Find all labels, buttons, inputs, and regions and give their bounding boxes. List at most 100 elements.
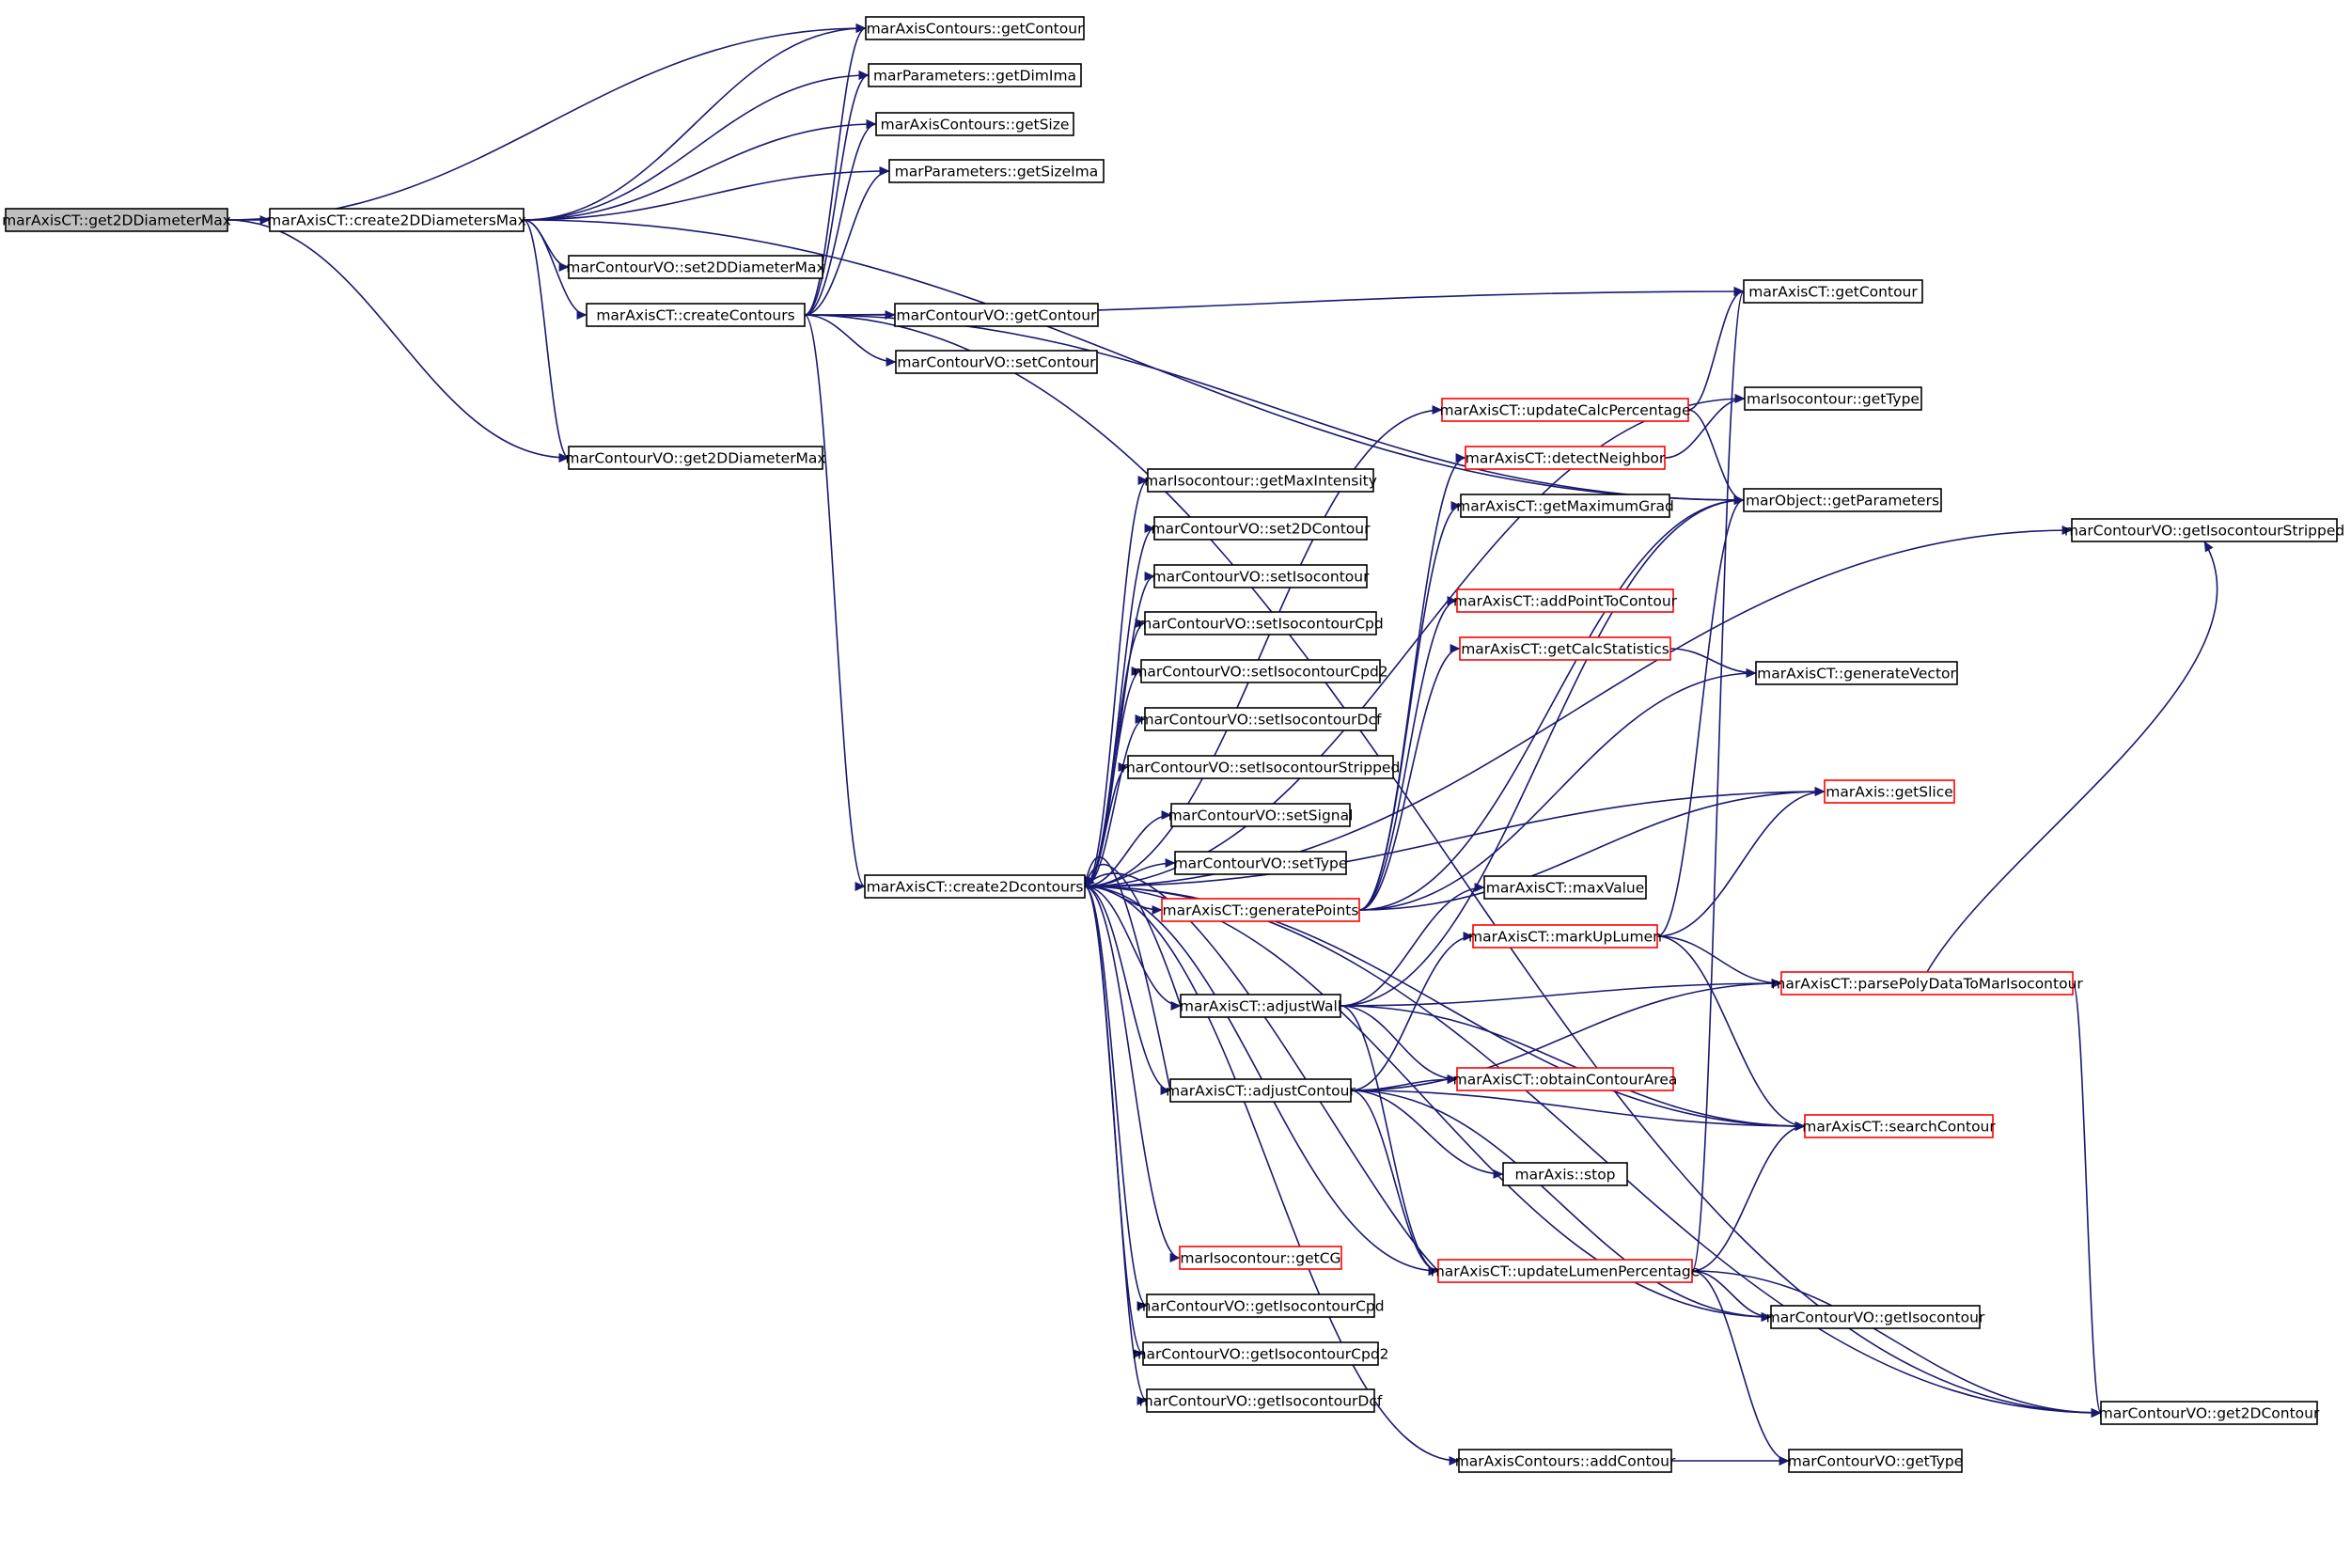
node-box [888, 159, 1105, 183]
node-createContours: marAxisCT::createContours [586, 303, 806, 327]
node-getIsocontourCpd: marContourVO::getIsocontourCpd [1136, 1294, 1385, 1318]
node-box [1804, 1114, 1994, 1138]
node-getContourCT: marAxisCT::getContour [1743, 279, 1923, 304]
node-label: marAxisCT::updateLumenPercentage [1431, 1263, 1701, 1280]
node-addPointToContour[interactable]: marAxisCT::addPointToContour [1453, 588, 1678, 613]
node-box [5, 208, 228, 232]
node-set2DDiameterMax: marContourVO::set2DDiameterMax [566, 255, 825, 279]
edge-create2DDiametersMax-to-get2DDiameterMaxVO [523, 219, 570, 463]
node-create2DDiametersMax: marAxisCT::create2DDiametersMax [267, 208, 526, 232]
edge-create2DDiametersMax-to-getParameters [523, 219, 1745, 505]
edge-getCalcStatistics-to-generateVector [1669, 648, 1757, 678]
node-getSlice[interactable]: marAxis::getSlice [1824, 779, 1955, 804]
edge-updateLumenPercentage-to-create2Dcontours [1084, 872, 1439, 1272]
node-updateCalcPercentage[interactable]: marAxisCT::updateCalcPercentage [1439, 398, 1691, 422]
node-box [1770, 1305, 1981, 1329]
node-box [864, 874, 1086, 899]
node-label: marContourVO::get2DDiameterMax [565, 450, 825, 467]
node-getMaxIntensity: marIsocontour::getMaxIntensity [1144, 468, 1377, 493]
edge-create2Dcontours-to-getMaxIntensity [1084, 476, 1149, 887]
node-updateLumenPercentage[interactable]: marAxisCT::updateLumenPercentage [1431, 1259, 1701, 1283]
node-getCG[interactable]: marIsocontour::getCG [1179, 1246, 1342, 1270]
edge-adjustContour-to-stop [1350, 1090, 1504, 1179]
node-label: marContourVO::getIsocontour [1766, 1309, 1985, 1326]
edge-create2Dcontours-to-getIsocontourCpd [1084, 886, 1148, 1310]
edge-createContours-to-getContourAC [804, 24, 867, 316]
node-label: marAxisCT::getContour [1748, 284, 1918, 301]
edge-generatePoints-to-getMaximumGrad [1358, 501, 1462, 911]
node-box [875, 112, 1074, 136]
node-getIsocontourCpd2: marContourVO::getIsocontourCpd2 [1132, 1341, 1389, 1366]
edge-adjustWall-to-updateLumenPercentage [1340, 1005, 1439, 1276]
node-label: marAxisCT::markUpLumen [1468, 929, 1662, 946]
node-get2DDiameterMaxVO: marContourVO::get2DDiameterMax [565, 446, 826, 470]
edge-updateLumenPercentage-to-getTypeVO [1691, 1270, 1790, 1466]
node-obtainContourArea[interactable]: marAxisCT::obtainContourArea [1453, 1067, 1678, 1091]
edge-create2Dcontours-to-adjustContour [1084, 886, 1171, 1095]
edge-adjustWall-to-searchContour [1340, 1005, 1806, 1131]
edge-updateLumenPercentage-to-get2DContour [1691, 1270, 2102, 1418]
node-label: marContourVO::setIsocontourStripped [1121, 760, 1401, 776]
node-label: marAxisCT::maxValue [1486, 880, 1645, 897]
edge-create2DDiametersMax-to-set2DDiameterMax [523, 219, 570, 272]
node-label: marContourVO::setType [1174, 855, 1348, 872]
node-box [1146, 1294, 1375, 1318]
node-label: marAxisCT::adjustContour [1166, 1083, 1356, 1100]
node-markUpLumen[interactable]: marAxisCT::markUpLumen [1468, 924, 1662, 949]
edge-adjustContour-to-markUpLumen [1350, 932, 1474, 1091]
node-create2Dcontours: marAxisCT::create2Dcontours [864, 874, 1086, 899]
node-label: marContourVO::setContour [897, 354, 1096, 371]
node-label: marAxisContours::getSize [881, 117, 1070, 133]
node-box [1437, 1259, 1693, 1283]
node-parsePolyData[interactable]: marAxisCT::parsePolyDataToMarIsocontour [1771, 971, 2083, 996]
node-stop: marAxis::stop [1502, 1162, 1628, 1186]
edge-adjustWall-to-obtainContourArea [1340, 1005, 1458, 1084]
edge-create2DDiametersMax-to-getSizeIma [523, 166, 890, 221]
edge-create2DDiametersMax-to-createContours [523, 219, 588, 320]
node-box [1824, 779, 1955, 804]
node-label: marContourVO::getType [1788, 1453, 1964, 1470]
node-label: marContourVO::setIsocontour [1152, 569, 1371, 586]
node-getContourAC: marAxisContours::getContour [865, 16, 1085, 40]
edge-adjustWall-to-create2Dcontours [1083, 863, 1182, 1007]
edge-createContours-to-get2DContour [804, 314, 2102, 1418]
edge-get2DDiameterMax-to-getContourAC [227, 24, 867, 221]
edge-updateCalcPercentage-to-getParameters [1687, 409, 1745, 505]
node-getIsocontourStripped: marContourVO::getIsocontourStripped [2064, 518, 2344, 542]
node-generatePoints[interactable]: marAxisCT::generatePoints [1161, 898, 1360, 922]
node-label: marIsocontour::getType [1747, 391, 1920, 408]
node-box [868, 63, 1082, 87]
node-label: marAxisCT::getCalcStatistics [1461, 641, 1669, 658]
node-adjustWall: marAxisCT::adjustWall [1180, 994, 1341, 1018]
node-label: marAxisCT::getMaximumGrad [1456, 498, 1674, 515]
node-adjustContour: marAxisCT::adjustContour [1166, 1078, 1356, 1103]
edge-markUpLumen-to-getSlice [1656, 787, 1826, 937]
edge-updateLumenPercentage-to-getContourCT [1691, 287, 1745, 1272]
node-box [568, 255, 823, 279]
node-box [1459, 636, 1671, 661]
edge-generatePoints-to-getParameters [1358, 495, 1745, 911]
node-detectNeighbor[interactable]: marAxisCT::detectNeighbor [1465, 446, 1666, 470]
node-box [1743, 488, 1942, 512]
node-label: marAxisCT::generateVector [1757, 666, 1956, 682]
node-label: marAxisCT::adjustWall [1180, 998, 1341, 1015]
node-box [1144, 611, 1377, 635]
node-label: marContourVO::setIsocontourCpd [1137, 616, 1383, 633]
node-box [1460, 494, 1670, 518]
node-label: marAxisCT::create2Dcontours [867, 879, 1084, 896]
node-getSizeIma: marParameters::getSizeIma [888, 159, 1105, 183]
edge-generatePoints-to-getCalcStatistics [1358, 644, 1461, 911]
node-getTypeVO: marContourVO::getType [1788, 1449, 1964, 1473]
edge-adjustContour-to-searchContour [1350, 1090, 1806, 1131]
node-getCalcStatistics[interactable]: marAxisCT::getCalcStatistics [1459, 636, 1671, 661]
edge-generatePoints-to-getSlice [1358, 787, 1826, 911]
node-label: marContourVO::get2DContour [2099, 1405, 2320, 1422]
node-box [1465, 446, 1666, 470]
node-searchContour[interactable]: marAxisCT::searchContour [1802, 1114, 1996, 1138]
node-label: marContourVO::getIsocontourStripped [2064, 523, 2344, 540]
edge-createContours-to-getSizeIma [804, 166, 890, 316]
edge-create2Dcontours-to-setType [1084, 858, 1176, 887]
node-label: marAxisCT::addPointToContour [1453, 593, 1678, 610]
node-get2DContour: marContourVO::get2DContour [2099, 1401, 2320, 1425]
edge-create2Dcontours-to-getIsocontourDcf [1084, 886, 1148, 1405]
